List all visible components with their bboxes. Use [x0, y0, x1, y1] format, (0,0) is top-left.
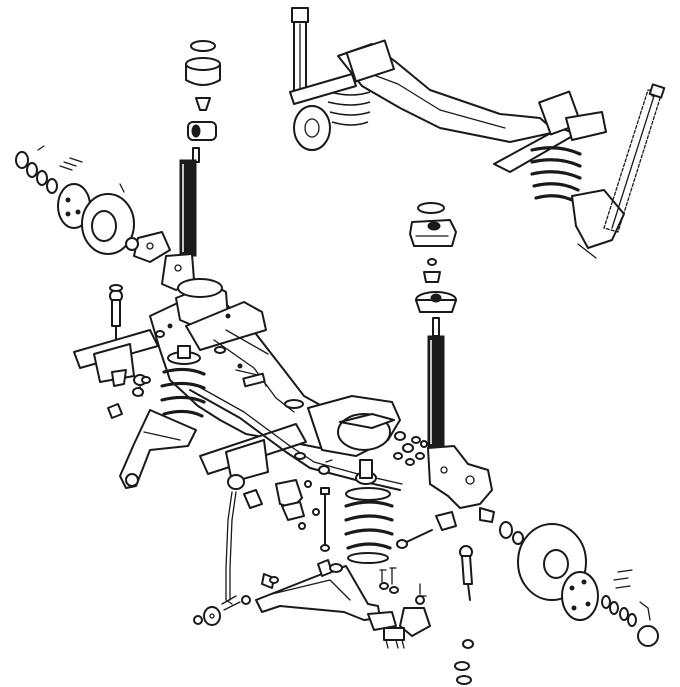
- stabilizer-clamps: [227, 474, 305, 521]
- right-fasteners: [393, 431, 428, 466]
- right-hub-assembly: [499, 521, 659, 647]
- inset-left-hub: [293, 105, 331, 151]
- right-lower-ball-joint: [399, 607, 431, 637]
- loose-hardware: [132, 376, 474, 685]
- left-hub-nuts: [15, 151, 58, 194]
- lower-arm-bolts: [379, 567, 399, 594]
- left-lower-mount-bushing: [187, 121, 217, 141]
- right-top-washer: [417, 202, 445, 214]
- inset-right-shock-absorber: [603, 83, 666, 233]
- right-coil-spring: [344, 459, 394, 564]
- right-upper-mount-bushing: [409, 219, 457, 247]
- right-wheel-studs: [613, 569, 633, 589]
- inset-right-knuckle: [571, 189, 625, 249]
- frame-fasteners: [294, 452, 333, 488]
- right-strut-stack: [409, 202, 495, 531]
- left-top-washer: [190, 40, 216, 52]
- right-lower-control-arm: [255, 559, 431, 649]
- right-hub-nuts: [601, 595, 637, 627]
- inset-left-coil-spring: [327, 91, 371, 126]
- inset-front-crossmember: [289, 73, 357, 105]
- left-knuckle-bracket: [133, 231, 171, 263]
- inset-right-coil-spring: [530, 146, 582, 204]
- left-wheel-studs: [59, 157, 83, 171]
- inset-left-shock-absorber: [291, 7, 309, 93]
- right-dust-cap: [637, 625, 659, 647]
- subframe-bolt-1: [284, 399, 304, 409]
- right-shock-rod: [432, 317, 440, 337]
- right-nut: [423, 271, 441, 283]
- right-hub-flange: [561, 571, 599, 621]
- right-steering-knuckle: [427, 445, 493, 509]
- left-strut-stack: [133, 40, 221, 291]
- left-nut: [195, 97, 211, 111]
- front-subframe: [73, 278, 401, 483]
- long-mounting-bolt: [320, 487, 330, 552]
- left-coil-spring: [160, 345, 206, 418]
- left-upper-mount-bushing: [185, 57, 221, 86]
- right-lower-mount-bushing: [415, 291, 457, 313]
- left-tie-rod-end: [109, 284, 123, 341]
- stabilizer-drop-link: [225, 491, 233, 605]
- bottom-washers: [193, 595, 251, 626]
- inset-front-tower: [345, 39, 395, 83]
- right-bearing: [499, 521, 513, 539]
- left-bearing: [125, 237, 139, 251]
- right-tie-rod: [396, 529, 473, 601]
- inset-assembled-subframe: [289, 7, 666, 259]
- left-hub-assembly: [15, 145, 139, 255]
